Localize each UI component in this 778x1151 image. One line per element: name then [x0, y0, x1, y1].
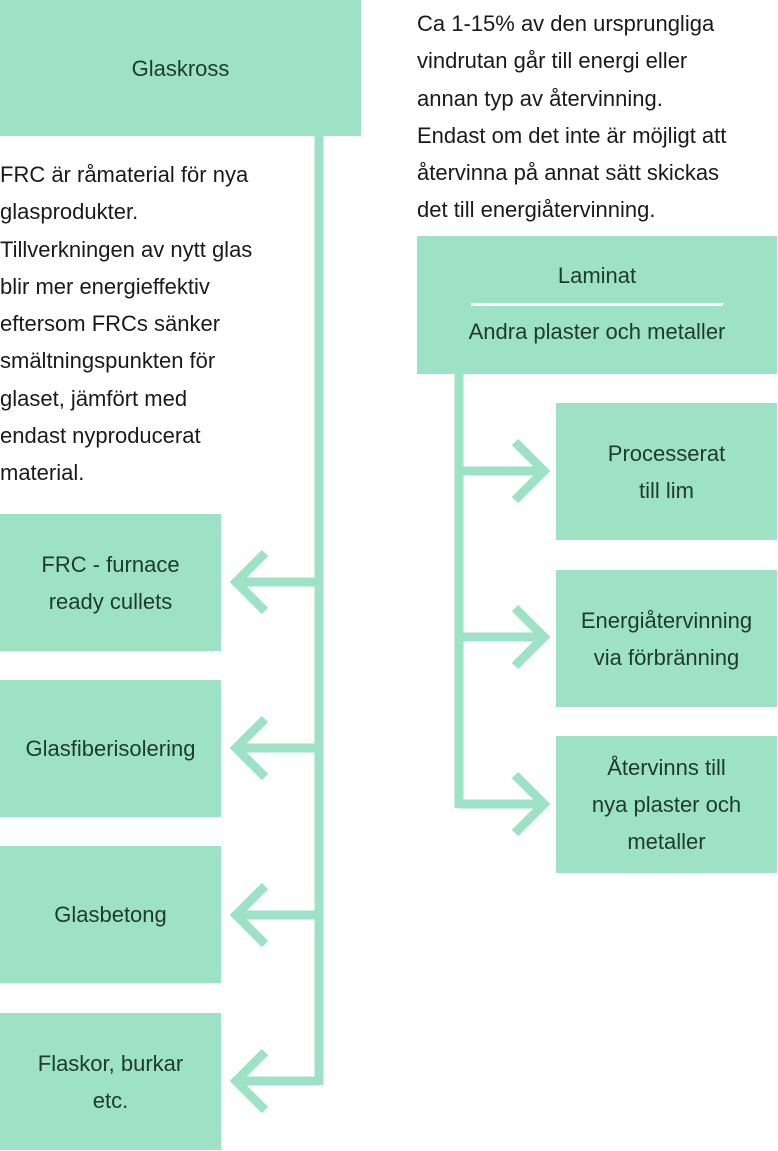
right-arrowhead-2: [511, 604, 551, 670]
right-arrowhead-1: [511, 438, 551, 504]
laminat-title: Laminat: [557, 263, 637, 288]
output-box-energiatervinning: Energiåtervinning via förbränning: [556, 570, 777, 707]
output-box-flaskor: Flaskor, burkar etc.: [0, 1013, 221, 1150]
laminat-box: Laminat Andra plaster och metaller: [417, 236, 777, 374]
left-arrowhead-2: [229, 715, 269, 781]
output-label-glasbetong: Glasbetong: [54, 902, 167, 927]
right-description-text: Ca 1-15% av den ursprungliga vindrutan g…: [417, 11, 727, 223]
laminat-subtitle: Andra plaster och metaller: [468, 319, 726, 344]
glaskross-box: Glaskross: [0, 0, 361, 136]
right-arrowhead-3: [511, 771, 551, 837]
glaskross-label: Glaskross: [131, 55, 230, 81]
output-label-lim: Processerat till lim: [607, 440, 726, 503]
output-label-glasfiberisolering: Glasfiberisolering: [25, 736, 196, 761]
output-label-nya-plaster: Återvinns till nya plaster och metaller: [591, 755, 742, 854]
output-box-lim: Processerat till lim: [556, 403, 777, 540]
output-box-glasfiberisolering: Glasfiberisolering: [0, 680, 221, 817]
output-label-flaskor: Flaskor, burkar etc.: [37, 1050, 184, 1113]
left-arrowhead-4: [229, 1048, 269, 1114]
output-box-frc: FRC - furnace ready cullets: [0, 514, 221, 651]
left-arrowhead-3: [229, 882, 269, 948]
laminat-divider: [471, 303, 723, 306]
output-box-nya-plaster: Återvinns till nya plaster och metaller: [556, 736, 777, 873]
left-description-text: FRC är råmaterial för nya glasprodukter.…: [0, 162, 253, 486]
output-box-glasbetong: Glasbetong: [0, 846, 221, 983]
output-label-energiatervinning: Energiåtervinning via förbränning: [580, 607, 753, 670]
left-arrowhead-1: [229, 549, 269, 615]
output-label-frc: FRC - furnace ready cullets: [41, 551, 180, 614]
